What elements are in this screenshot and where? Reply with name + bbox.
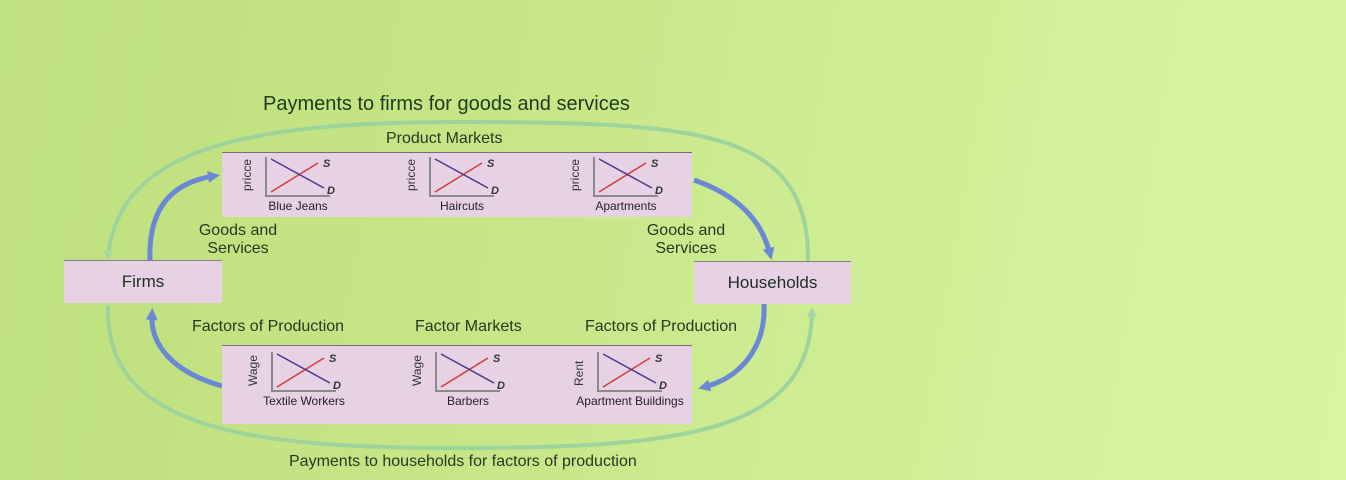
supply-line [276, 357, 325, 388]
factors-flow-right-arrow [698, 303, 767, 392]
axis-label: pricce [568, 158, 582, 191]
market-caption: Apartment Buildings [576, 394, 684, 408]
bottom-payments-title: Payments to households for factors of pr… [289, 453, 637, 470]
goods-flow-right-arrow [693, 177, 775, 260]
supply-letter: S [655, 353, 663, 365]
demand-letter: D [655, 185, 663, 197]
factor-markets-label: Factor Markets [415, 318, 522, 335]
households-label: Households [727, 273, 818, 292]
firms-box: Firms [64, 260, 222, 303]
goods-services-right-label: Goods and Services [646, 222, 726, 258]
demand-letter: D [333, 380, 341, 392]
factor-markets-box [222, 345, 692, 424]
supply-letter: S [651, 158, 659, 170]
demand-letter: D [497, 380, 505, 392]
axis-label: pricce [240, 158, 254, 191]
demand-letter: D [491, 185, 499, 197]
axes [593, 157, 658, 197]
demand-line [598, 158, 653, 189]
factors-left-label: Factors of Production [192, 318, 345, 335]
product-market-plot-2: SD [593, 157, 663, 197]
product-market-plot-0: SD [265, 157, 335, 197]
axes [271, 352, 336, 392]
supply-letter: S [493, 353, 501, 365]
axis-label: Rent [572, 360, 586, 386]
supply-letter: S [487, 158, 495, 170]
factors-flow-left-arrow [145, 308, 223, 389]
demand-letter: D [327, 185, 335, 197]
factor-market-plot-2: SD [597, 352, 667, 392]
product-markets-box [222, 152, 692, 217]
axes [597, 352, 662, 392]
product-markets-label: Product Markets [386, 130, 503, 147]
supply-line [440, 357, 489, 388]
money-flow-top-arrow [103, 119, 811, 263]
axis-label: Wage [246, 355, 260, 386]
market-caption: Apartments [595, 199, 657, 213]
axis-label: pricce [404, 158, 418, 191]
supply-line [602, 357, 651, 388]
factors-right-label: Factors of Production [585, 318, 738, 335]
demand-line [270, 158, 325, 189]
demand-line [440, 353, 495, 384]
axis-label: Wage [410, 355, 424, 386]
supply-line [434, 162, 483, 193]
market-caption: Barbers [446, 394, 490, 408]
market-caption: Blue Jeans [268, 199, 328, 213]
households-box: Households [694, 261, 851, 304]
goods-services-left-label: Goods and Services [198, 222, 278, 258]
demand-line [276, 353, 331, 384]
product-market-plot-1: SD [429, 157, 499, 197]
goods-flow-left-arrow [147, 170, 220, 261]
factor-market-plot-1: SD [435, 352, 505, 392]
demand-letter: D [659, 380, 667, 392]
axes [265, 157, 330, 197]
firms-label: Firms [121, 272, 165, 291]
axes [435, 352, 500, 392]
demand-line [602, 353, 657, 384]
supply-line [598, 162, 647, 193]
demand-line [434, 158, 489, 189]
market-caption: Haircuts [439, 199, 485, 213]
supply-letter: S [329, 353, 337, 365]
market-caption: Textile Workers [263, 394, 345, 408]
axes [429, 157, 494, 197]
top-payments-title: Payments to firms for goods and services [263, 93, 630, 115]
supply-line [270, 162, 319, 193]
factor-market-plot-0: SD [271, 352, 341, 392]
supply-letter: S [323, 158, 331, 170]
money-flow-bottom-arrow [105, 305, 817, 451]
